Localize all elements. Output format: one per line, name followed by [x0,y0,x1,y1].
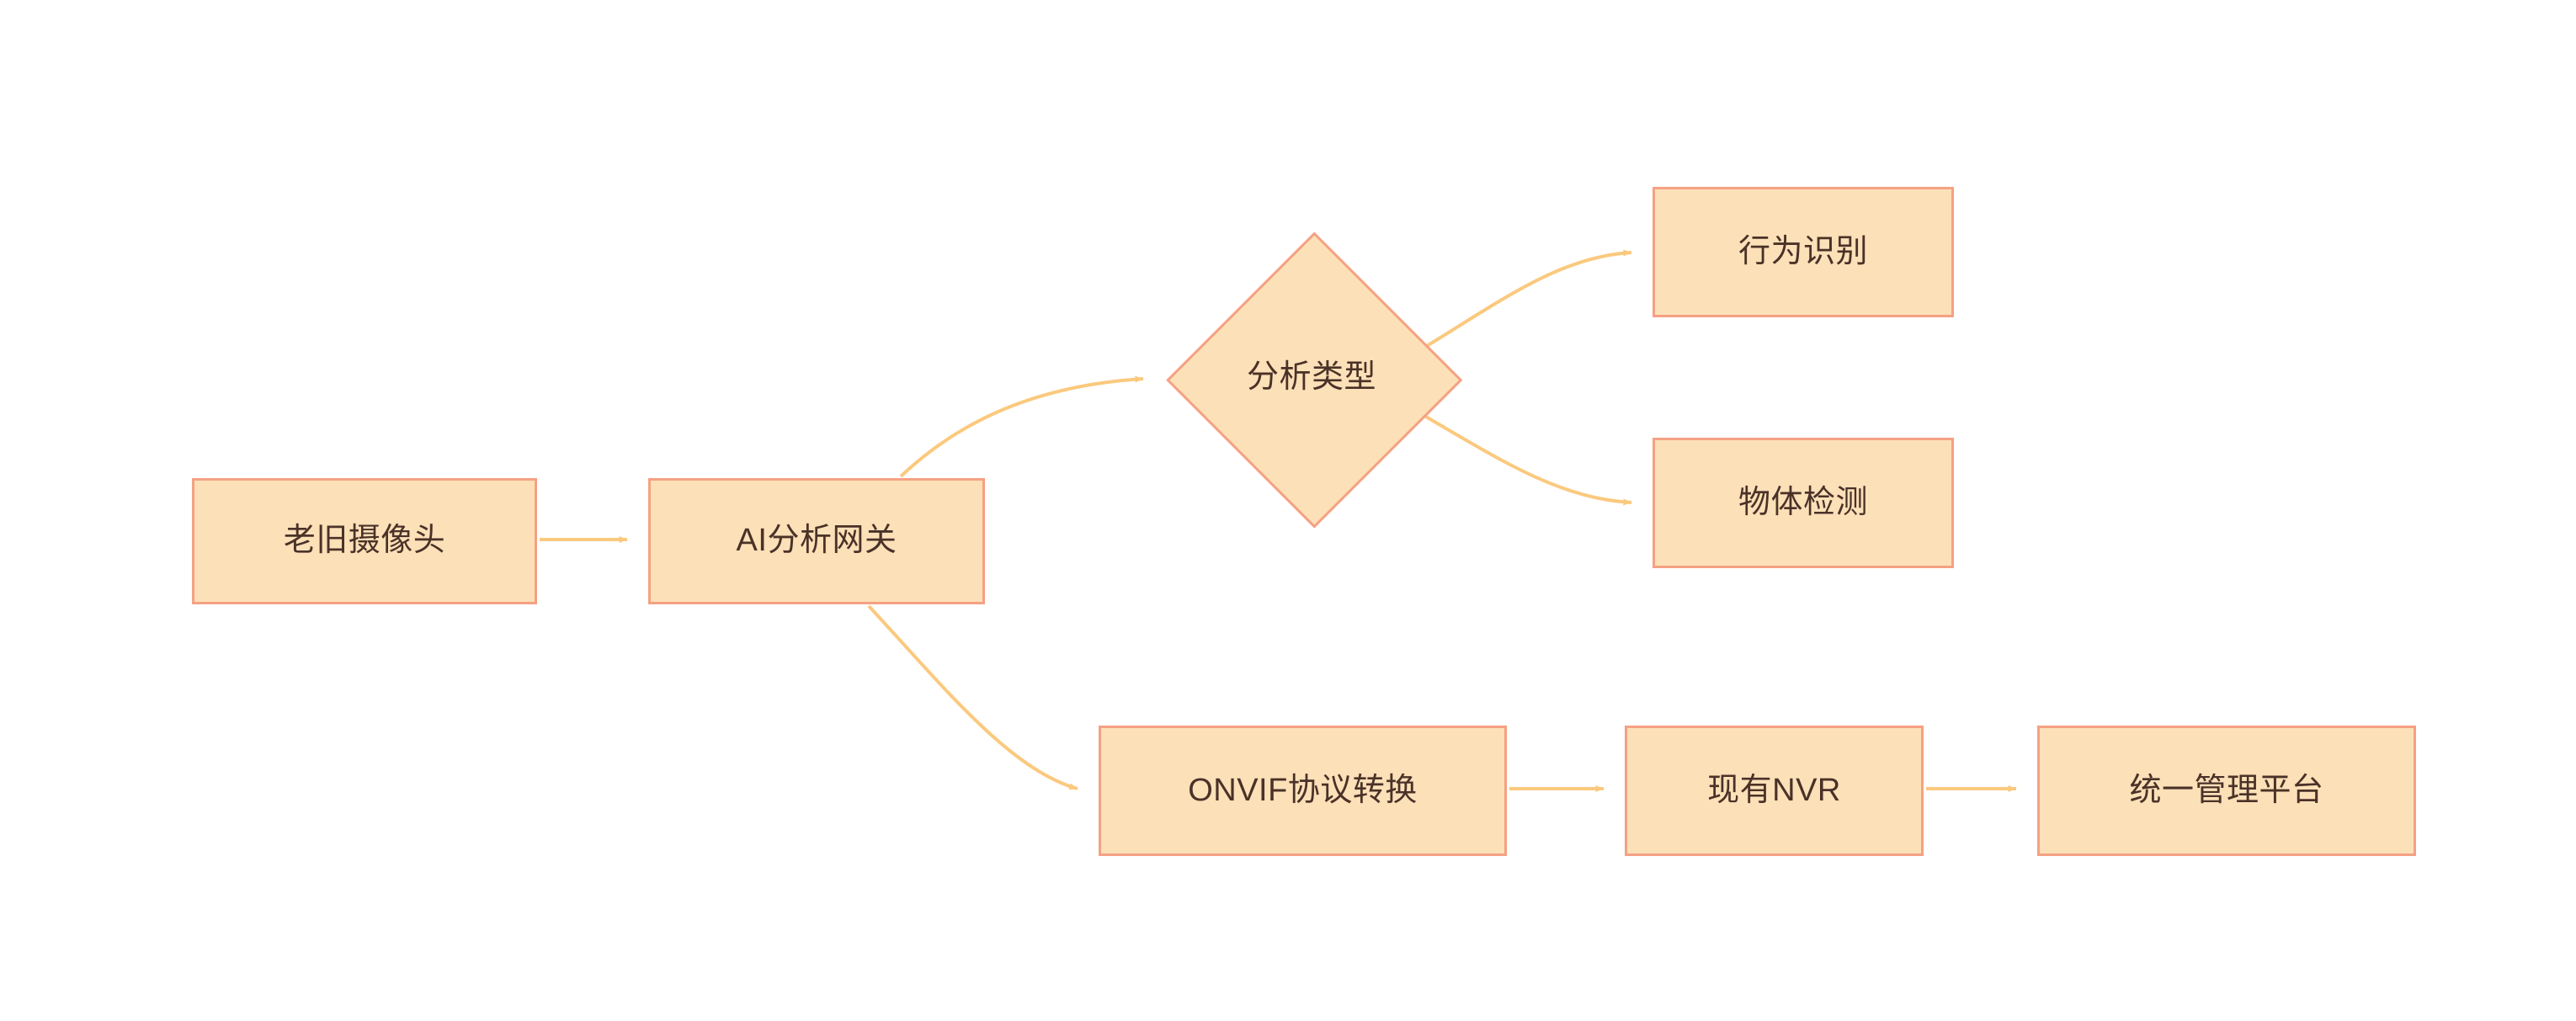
node-unified-platform-label: 统一管理平台 [2129,772,2324,808]
node-onvif-conversion-label: ONVIF协议转换 [1188,772,1418,808]
node-behavior-recognition[interactable]: 行为识别 [1653,187,1954,317]
node-existing-nvr-label: 现有NVR [1707,772,1841,808]
edge-ai-gateway-to-onvif-conversion [867,604,1078,790]
node-analysis-type[interactable]: 分析类型 [1164,231,1462,529]
node-object-detection-label: 物体检测 [1738,484,1868,520]
node-ai-gateway-label: AI分析网关 [736,523,897,559]
node-unified-platform[interactable]: 统一管理平台 [2037,726,2416,856]
edge-ai-gateway-to-analysis-type [899,375,1144,478]
node-legacy-camera[interactable]: 老旧摄像头 [192,478,537,604]
node-existing-nvr[interactable]: 现有NVR [1625,726,1924,856]
node-legacy-camera-label: 老旧摄像头 [283,523,446,559]
node-behavior-recognition-label: 行为识别 [1738,233,1868,269]
node-object-detection[interactable]: 物体检测 [1653,438,1954,568]
node-ai-gateway[interactable]: AI分析网关 [648,478,985,604]
node-onvif-conversion[interactable]: ONVIF协议转换 [1099,726,1507,856]
node-analysis-type-label: 分析类型 [1246,359,1376,395]
